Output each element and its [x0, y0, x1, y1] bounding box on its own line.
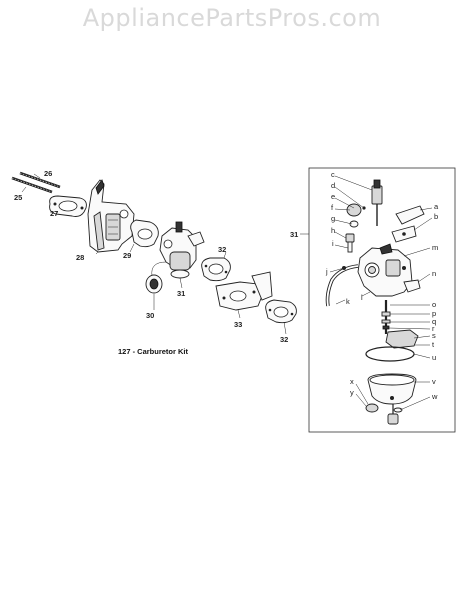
primer-bulb-30 [145, 261, 167, 310]
callout-w: w [431, 392, 438, 401]
caption: 127 - Carburetor Kit [118, 347, 189, 356]
choke-lever-c [371, 179, 383, 226]
callout-25: 25 [14, 193, 22, 202]
gasket-27 [49, 195, 87, 217]
insulator-bracket-28 [87, 179, 135, 253]
callout-q: q [432, 317, 436, 326]
callout-32-upper: 32 [218, 245, 226, 254]
callout-y: y [350, 388, 354, 397]
callout-o: o [432, 300, 436, 309]
callout-g: g [331, 214, 335, 223]
callout-s: s [432, 331, 436, 340]
needle-stack-o-s [381, 300, 391, 334]
nozzle-n [403, 279, 421, 293]
throttle-lever-a-b [391, 205, 425, 243]
callout-v: v [432, 377, 436, 386]
callout-x: x [350, 377, 354, 386]
spacer-bracket-33 [215, 271, 273, 311]
callout-h: h [331, 226, 335, 235]
callout-c: c [331, 170, 335, 179]
bowl-gasket-u [365, 346, 415, 362]
drain-screw-x-y [365, 403, 379, 413]
kit-frame [308, 167, 456, 433]
callout-l: l [361, 293, 363, 302]
callout-a: a [434, 202, 439, 211]
fuel-line-j-k [325, 264, 359, 307]
float-t [385, 329, 419, 349]
callout-b: b [434, 212, 438, 221]
idle-screw-h-i [345, 233, 355, 253]
callout-r: r [432, 324, 435, 333]
callout-e: e [331, 192, 335, 201]
callout-27: 27 [50, 209, 58, 218]
callout-29: 29 [123, 251, 131, 260]
bowl-nut-w [387, 404, 399, 425]
spring-g [349, 220, 359, 228]
callout-u: u [432, 353, 436, 362]
callout-t: t [432, 340, 435, 349]
gasket-32-upper [201, 257, 231, 282]
callout-m: m [432, 243, 438, 252]
callout-32-lower: 32 [280, 335, 288, 344]
gasket-32-lower [265, 299, 297, 324]
callout-f: f [331, 203, 334, 212]
carburetor-31 [159, 221, 205, 289]
carburetor-body-m [357, 243, 413, 297]
callout-j: j [325, 267, 328, 276]
callout-d: d [331, 181, 335, 190]
gasket-29 [130, 219, 159, 248]
callout-p: p [432, 309, 436, 318]
callout-28: 28 [76, 253, 84, 262]
callout-33: 33 [234, 320, 242, 329]
stud-bolts [11, 171, 61, 194]
callout-k: k [346, 297, 350, 306]
callout-i: i [332, 239, 334, 248]
callout-31: 31 [177, 289, 185, 298]
float-bowl-v [367, 373, 417, 405]
callout-31-kit: 31 [290, 230, 298, 239]
callout-26: 26 [44, 169, 52, 178]
callout-n: n [432, 269, 436, 278]
washer-v [393, 407, 403, 413]
callout-30: 30 [146, 311, 154, 320]
watermark: AppliancePartsPros.com [82, 4, 382, 32]
